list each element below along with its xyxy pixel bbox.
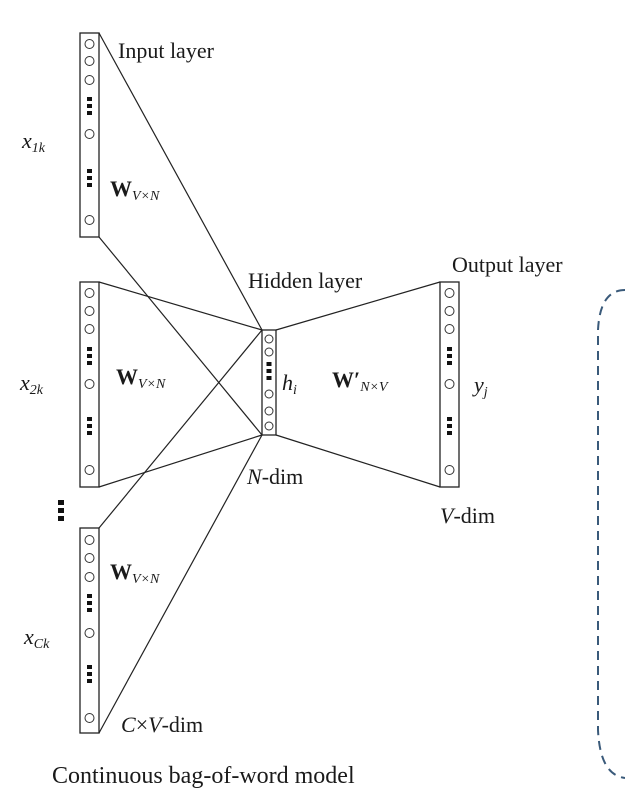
edge-output-bottom [275,434,441,488]
edge-input2-top [98,281,263,331]
hidden-dim-label: N-dim [247,464,304,489]
hidden-unit-label: hi [282,370,297,398]
input-var-2: x2k [20,370,43,398]
edge-input3-top [98,329,263,529]
output-weight-label: W′N×V [332,367,388,395]
edge-input3-bottom [98,434,263,734]
hidden-vector [261,329,277,436]
output-unit-label: yj [474,372,488,400]
edge-input2-bottom [98,434,263,488]
input-weight-1: WV×N [110,176,160,204]
edge-input1-bottom [98,236,263,436]
input-var-1: x1k [22,128,45,156]
input-var-3: xCk [24,624,50,652]
edge-output-top [275,281,441,331]
output-dim-label: V-dim [440,503,496,528]
input-weight-2: WV×N [116,364,166,392]
diagram-caption: Continuous bag-of-word model [52,763,355,789]
hidden-layer-label: Hidden layer [248,268,363,293]
input-layer-label: Input layer [118,38,214,63]
edge-input1-top [98,32,263,331]
input-vector-1 [79,32,100,238]
input-vector-2 [79,281,100,488]
vertical-ellipsis [58,500,64,521]
output-layer-label: Output layer [452,252,563,277]
dashed-region-border [597,289,625,779]
input-vector-3 [79,527,100,734]
output-vector [439,281,460,488]
connections [98,32,441,734]
input-dim-label: C×V-dim [121,712,204,737]
input-weight-3: WV×N [110,559,160,587]
